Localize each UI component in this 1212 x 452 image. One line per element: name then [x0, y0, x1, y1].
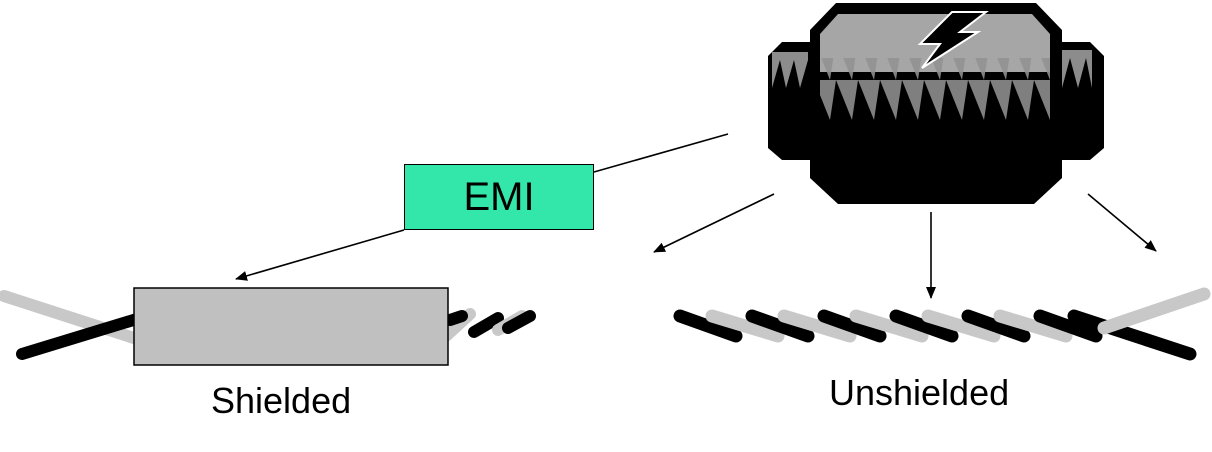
shielded-cable [0, 287, 536, 366]
arrow-right-diagonal [1087, 193, 1157, 252]
twisted-pair-icon [0, 290, 536, 360]
emi-label-box: EMI [404, 164, 594, 230]
unshielded-cable [673, 287, 1211, 361]
lightning-bolt-icon [917, 11, 989, 69]
arrow-left-diagonal [653, 193, 775, 253]
emi-source-line [593, 133, 729, 173]
shielded-label: Shielded [211, 380, 352, 421]
twisted-pair-icon [673, 287, 1211, 361]
arrow-to-shield [235, 229, 405, 281]
unshielded-label: Unshielded [829, 372, 1010, 413]
motor-icon [768, 3, 1104, 204]
shield-box [133, 287, 449, 366]
emi-arrows [235, 133, 1157, 299]
emi-label: EMI [463, 174, 535, 219]
